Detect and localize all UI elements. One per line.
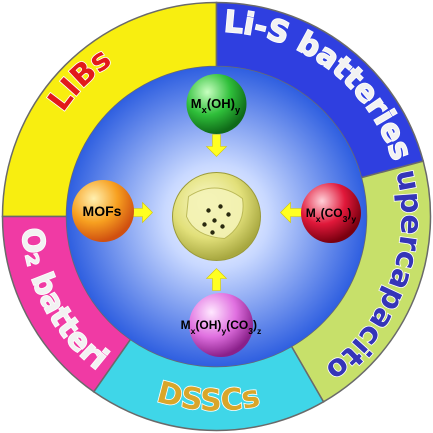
- node-mxco3y: Mx(CO3)y: [301, 183, 361, 243]
- ring-label-dssc: DSSCs: [154, 375, 263, 419]
- arrow-1: [205, 134, 228, 157]
- node-sphere: [72, 180, 134, 242]
- node-sphere: [189, 293, 253, 357]
- node-label-mxco3y: Mx(CO3)y: [306, 206, 357, 224]
- core-particle: [172, 172, 261, 261]
- node-label-mofs: MOFs: [83, 203, 122, 219]
- node-label-mxohy: Mx(OH)y: [191, 96, 241, 115]
- node-label-mxohyco3z: Mx(OH)y(CO3)z: [181, 318, 262, 336]
- core-pore: [212, 218, 217, 223]
- core-pore: [226, 212, 231, 217]
- core-pore: [202, 222, 207, 227]
- core-pore: [220, 224, 225, 229]
- node-sphere: [301, 183, 361, 243]
- arrow-4: [205, 268, 228, 291]
- core-pore: [210, 230, 215, 235]
- core-pore: [206, 208, 211, 213]
- core-pore: [218, 204, 223, 209]
- node-mxohyco3z: Mx(OH)y(CO3)z: [181, 293, 262, 357]
- node-mofs: MOFs: [72, 180, 134, 242]
- node-mxohy: Mx(OH)y: [186, 74, 247, 134]
- arrows: [130, 134, 303, 291]
- core-facet: [185, 187, 244, 240]
- arrow-3: [280, 201, 303, 224]
- node-sphere: [186, 74, 247, 134]
